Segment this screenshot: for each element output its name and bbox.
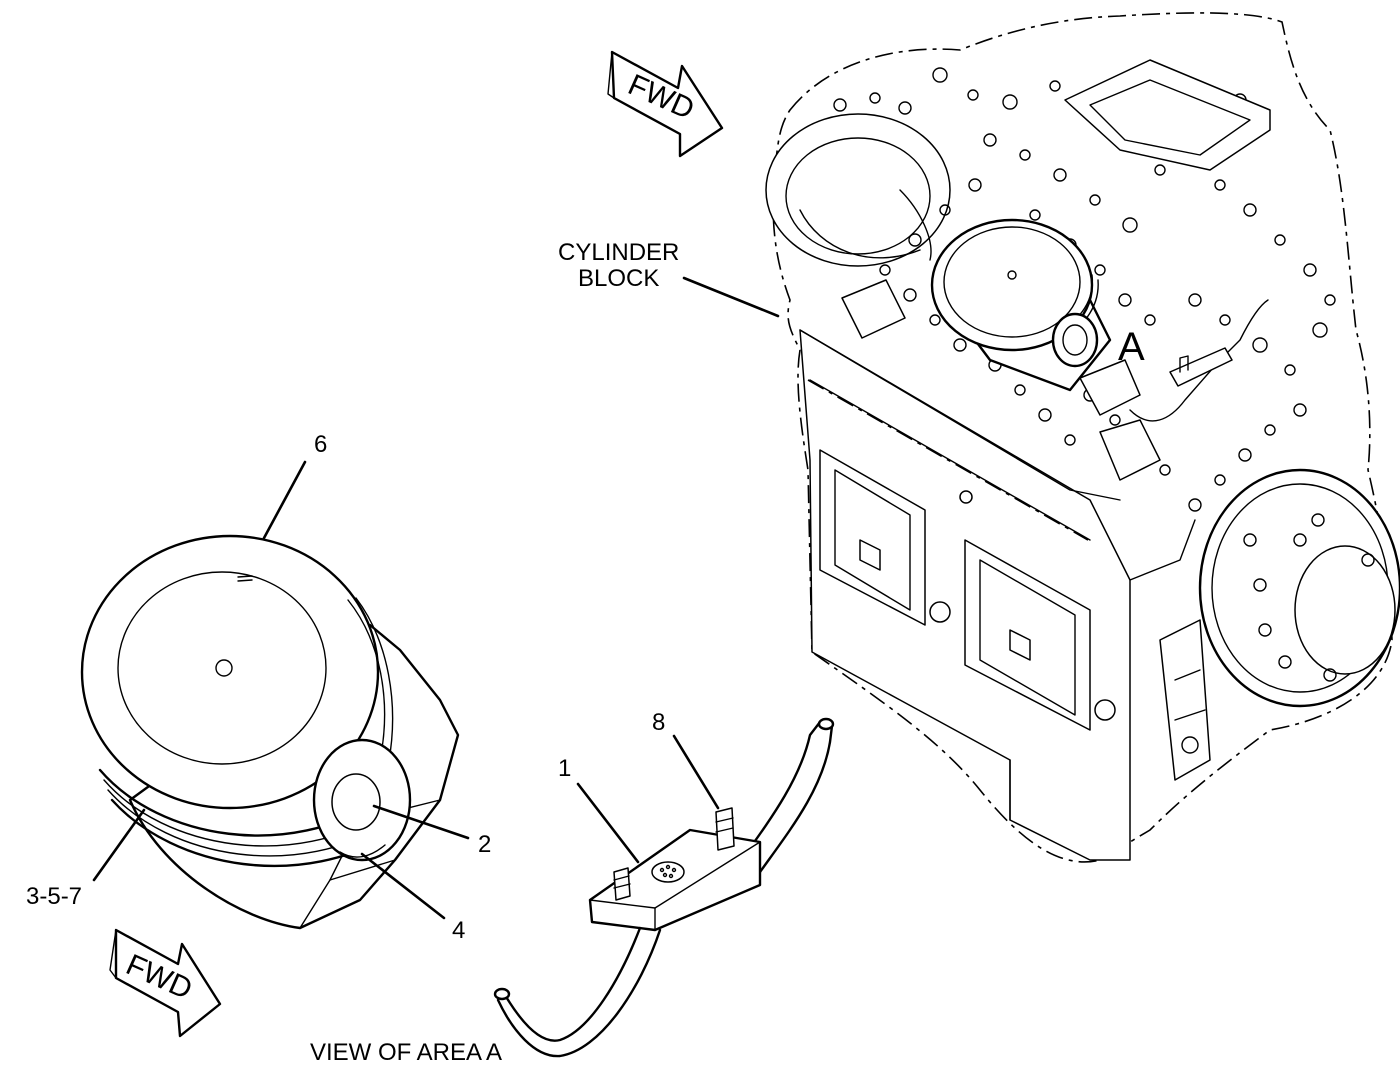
callout-1: 1: [558, 755, 571, 782]
callout-2: 2: [478, 831, 491, 858]
cylinder-block-label-line2: BLOCK: [578, 265, 659, 292]
callout-6: 6: [314, 431, 327, 458]
cylinder-block-label: CYLINDER BLOCK: [558, 239, 780, 318]
cylinder-block-outline: [772, 12, 1393, 863]
cooling-jet-assembly: [493, 717, 835, 1058]
nozzle-callouts: 1 8: [558, 709, 720, 864]
callout-3-5-7: 3-5-7: [26, 883, 82, 910]
cylinder-block: A: [765, 12, 1400, 863]
fwd-arrow-bottom: FWD: [109, 928, 222, 1038]
callout-4: 4: [452, 917, 465, 944]
piston-callouts: 6 2 4 3-5-7: [26, 431, 491, 944]
fwd-arrow-top: FWD: [607, 50, 724, 158]
cylinder-block-label-line1: CYLINDER: [558, 239, 679, 266]
block-piston: [930, 218, 1112, 392]
area-a-marker: A: [1118, 325, 1145, 369]
view-caption: VIEW OF AREA A: [310, 1039, 502, 1066]
rear-flange: [1198, 468, 1400, 708]
callout-8: 8: [652, 709, 665, 736]
piston-assembly: [80, 534, 460, 930]
